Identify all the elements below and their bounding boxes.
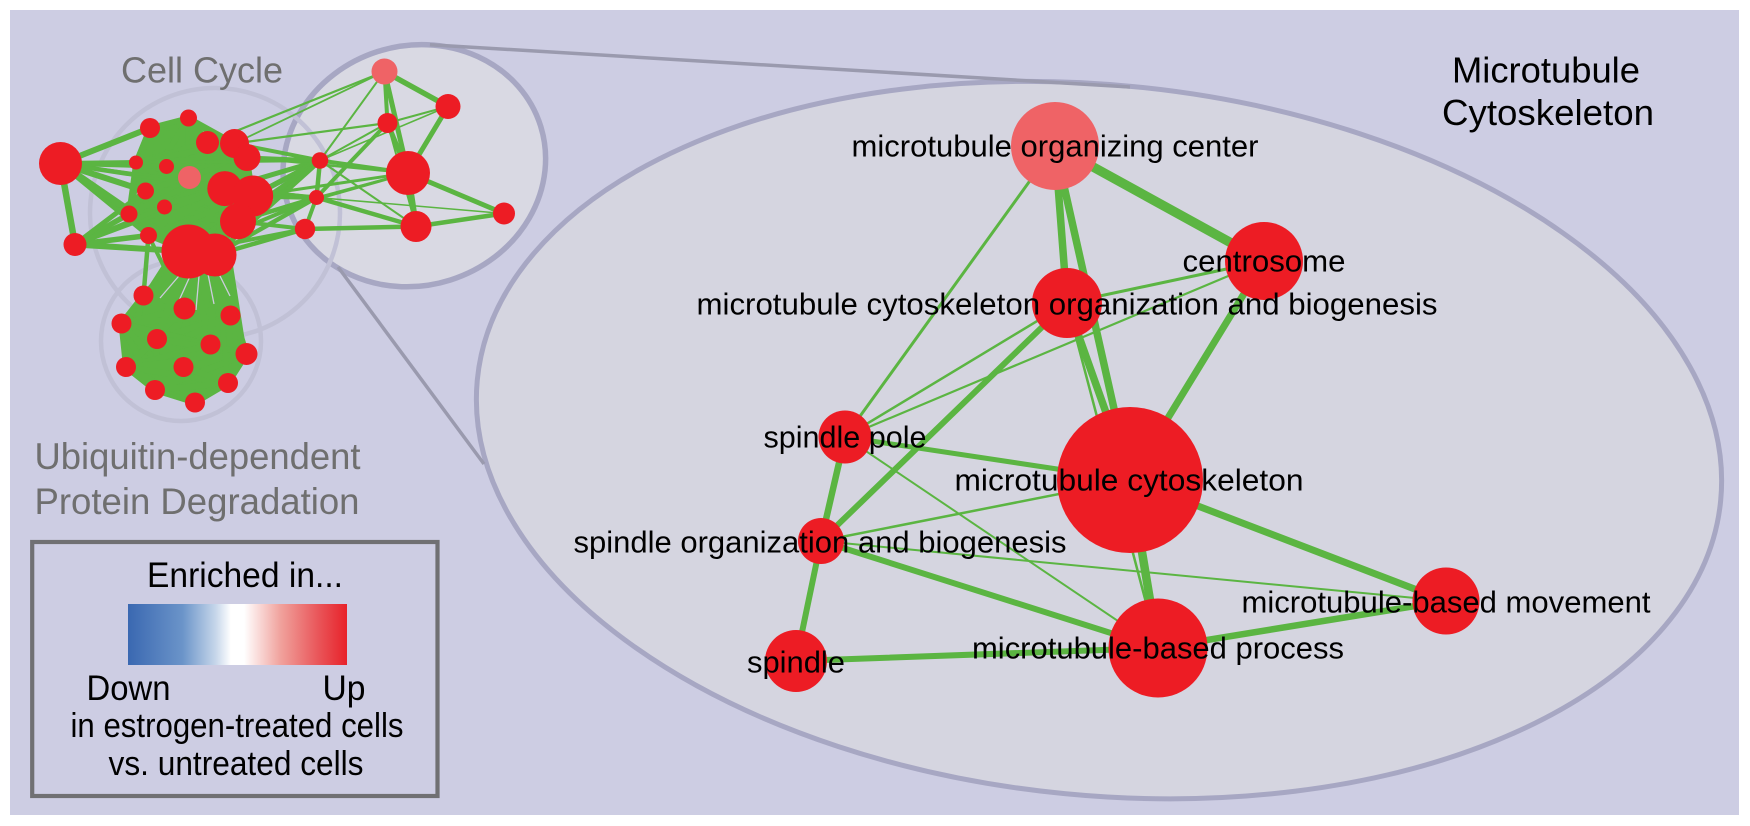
- svg-text:Down: Down: [87, 669, 171, 708]
- svg-text:vs. untreated cells: vs. untreated cells: [109, 745, 364, 783]
- svg-text:Up: Up: [323, 669, 366, 708]
- svg-text:in estrogen-treated cells: in estrogen-treated cells: [71, 707, 404, 745]
- svg-text:Ubiquitin-dependent: Ubiquitin-dependent: [35, 435, 362, 477]
- svg-text:Cytoskeleton: Cytoskeleton: [1442, 92, 1654, 133]
- svg-text:Microtubule: Microtubule: [1452, 50, 1640, 91]
- svg-text:microtubule-based movement: microtubule-based movement: [1242, 585, 1651, 620]
- svg-text:Protein Degradation: Protein Degradation: [35, 480, 360, 522]
- svg-text:spindle pole: spindle pole: [764, 420, 927, 455]
- svg-text:Cell Cycle: Cell Cycle: [121, 50, 283, 91]
- svg-text:centrosome: centrosome: [1183, 244, 1346, 279]
- svg-text:spindle: spindle: [747, 645, 845, 680]
- svg-text:microtubule organizing center: microtubule organizing center: [852, 129, 1259, 164]
- svg-text:microtubule cytoskeleton: microtubule cytoskeleton: [955, 463, 1304, 498]
- svg-text:microtubule-based process: microtubule-based process: [972, 631, 1344, 666]
- svg-text:microtubule cytoskeleton organ: microtubule cytoskeleton organization an…: [697, 287, 1438, 322]
- svg-text:Enriched in...: Enriched in...: [147, 556, 343, 595]
- svg-text:spindle organization and bioge: spindle organization and biogenesis: [574, 525, 1067, 560]
